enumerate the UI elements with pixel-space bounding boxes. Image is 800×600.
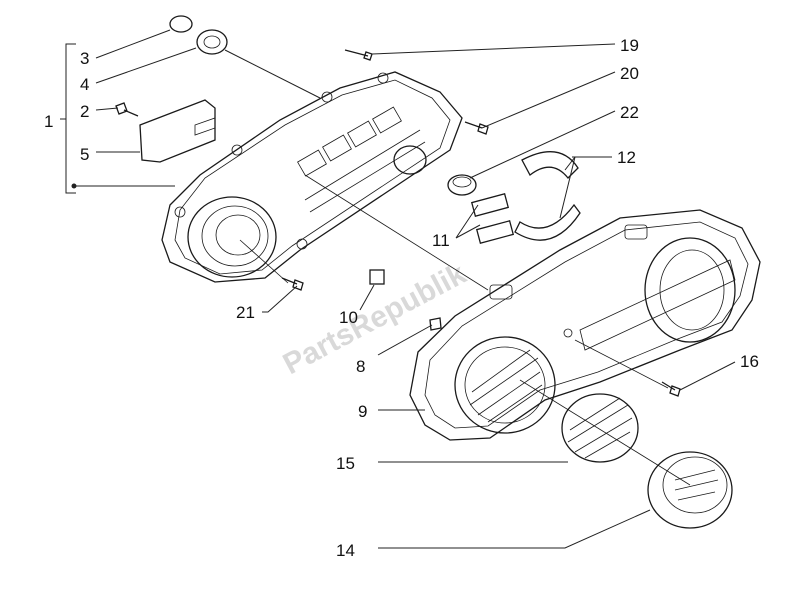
callout-12: 12 [617,148,636,167]
callout-8: 8 [356,357,365,376]
callout-9: 9 [358,402,367,421]
clip-nut [369,269,385,285]
cap [647,451,733,529]
inner-transmission-cover [161,71,463,283]
screw-16 [661,381,681,397]
strip-upper [521,151,579,179]
outer-transmission-cover [409,209,761,441]
callout-5: 5 [80,145,89,164]
callout-19: 19 [620,36,639,55]
callout-15: 15 [336,454,355,473]
callout-4: 4 [80,75,89,94]
callout-16: 16 [740,352,759,371]
callout-14: 14 [336,541,355,560]
callout-3: 3 [80,49,89,68]
bush [447,174,477,196]
screw-8 [429,317,442,331]
callout-1: 1 [44,112,53,131]
strip-lower [514,203,581,241]
watermark-text: PartsRepublik [278,257,472,381]
bearing [196,29,228,55]
callout-21: 21 [236,303,255,322]
callout-10: 10 [339,308,358,327]
callout-20: 20 [620,64,639,83]
bracket-slot [194,117,216,136]
grille [561,393,639,463]
bracket [139,99,216,163]
leader-lines [60,29,736,549]
callout-11: 11 [432,231,450,250]
screw-19 [344,49,373,61]
bolt-20 [464,121,489,135]
callout-2: 2 [80,102,89,121]
screw-2 [115,102,139,117]
callout-22: 22 [620,103,639,122]
circlip [169,15,193,33]
filter-upper [470,193,510,217]
filter-lower [475,220,515,244]
bolt-21 [281,277,304,291]
